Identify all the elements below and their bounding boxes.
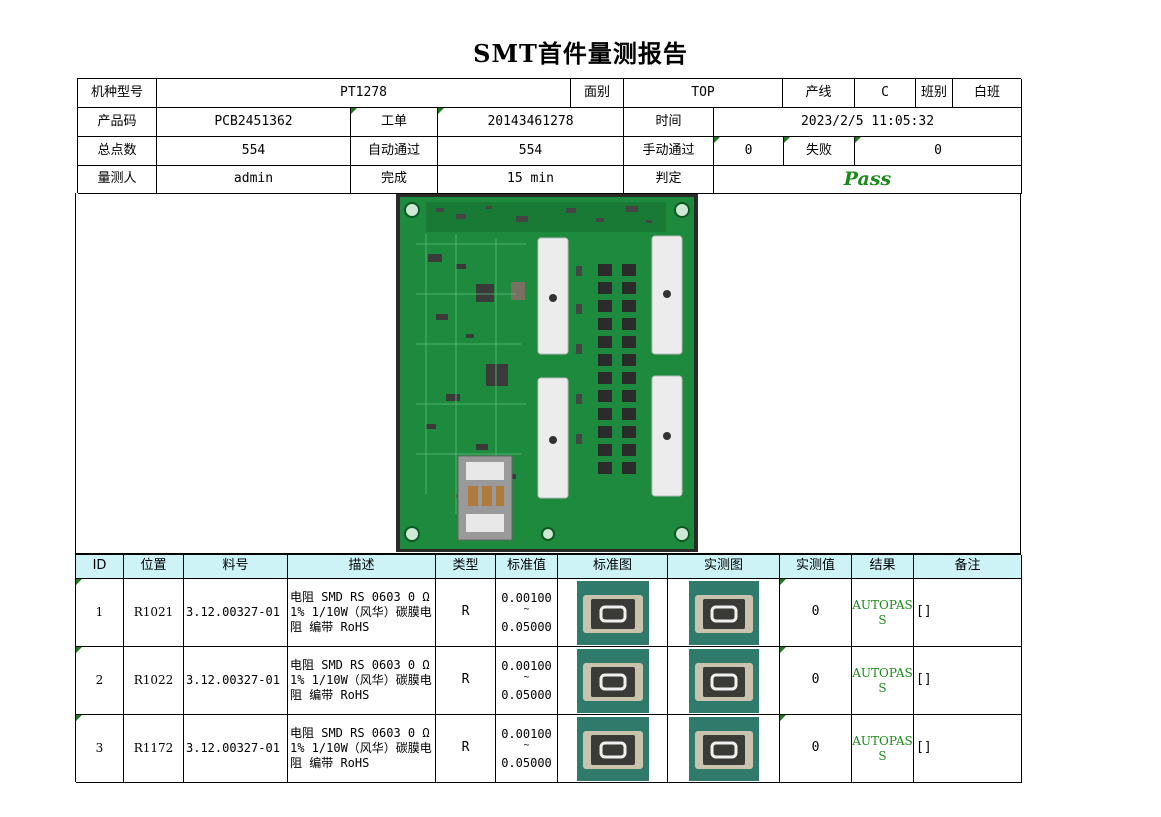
table-row-3-std-image-cell (558, 715, 668, 783)
auto-label: 自动通过 (351, 137, 438, 166)
table-row-3-part: 3.12.00327-01 (184, 715, 288, 783)
table-row-3-pos: R1172 (124, 715, 184, 783)
auto-value: 554 (438, 137, 624, 166)
model-label: 机种型号 (78, 79, 157, 108)
table-row-3-result: AUTOPASS (852, 715, 914, 783)
table-row-2-type: R (436, 647, 496, 715)
table-row-2-measured: 0 (780, 647, 852, 715)
table-row-2-note: [] (914, 647, 1022, 715)
table-row-2-desc: 电阻 SMD RS 0603 0 Ω 1% 1/10W（风华）碳膜电阻 编带 R… (288, 647, 436, 715)
order-label: 工单 (351, 108, 438, 137)
col-header-meas-value: 实测值 (780, 555, 852, 579)
judge-value: Pass (714, 166, 1022, 194)
shift-label: 班别 (916, 79, 953, 108)
col-header-id: ID (76, 555, 124, 579)
table-row-1-type: R (436, 579, 496, 647)
table-row-2-pos: R1022 (124, 647, 184, 715)
table-row-2-std: 0.00100 ~ 0.05000 (496, 647, 558, 715)
manual-label: 手动通过 (624, 137, 714, 166)
std-max: 0.05000 (501, 619, 552, 634)
col-header-note: 备注 (914, 555, 1022, 579)
shift-value: 白班 (953, 79, 1022, 108)
table-row-1-pos: R1021 (124, 579, 184, 647)
fail-label: 失败 (784, 137, 855, 166)
table-row-3-measured: 0 (780, 715, 852, 783)
pcb-board-image (396, 194, 698, 552)
fail-value: 0 (855, 137, 1022, 166)
done-label: 完成 (351, 166, 438, 194)
product-label: 产品码 (78, 108, 157, 137)
col-header-std-value: 标准值 (496, 555, 558, 579)
resistor-std-image (576, 716, 649, 781)
resistor-measured-image (688, 648, 759, 713)
time-label: 时间 (624, 108, 714, 137)
table-row-3-desc: 电阻 SMD RS 0603 0 Ω 1% 1/10W（风华）碳膜电阻 编带 R… (288, 715, 436, 783)
std-sep: ~ (523, 671, 530, 683)
table-row-1-desc: 电阻 SMD RS 0603 0 Ω 1% 1/10W（风华）碳膜电阻 编带 R… (288, 579, 436, 647)
std-sep: ~ (523, 739, 530, 751)
col-header-desc: 描述 (288, 555, 436, 579)
table-row-1-measured: 0 (780, 579, 852, 647)
std-min: 0.00100 (501, 590, 552, 605)
table-row-2-std-image-cell (558, 647, 668, 715)
table-row-3-meas-image-cell (668, 715, 780, 783)
table-row-1-std-image-cell (558, 579, 668, 647)
total-value: 554 (157, 137, 351, 166)
table-row-3-std: 0.00100 ~ 0.05000 (496, 715, 558, 783)
table-row-1-result: AUTOPASS (852, 579, 914, 647)
measurement-table: ID 位置 料号 描述 类型 标准值 标准图 实测图 实测值 结果 备注 1 R… (75, 554, 1022, 783)
resistor-std-image (576, 580, 649, 645)
resistor-measured-image (688, 580, 759, 645)
table-row-2-result: AUTOPASS (852, 647, 914, 715)
model-value: PT1278 (157, 79, 571, 108)
col-header-result: 结果 (852, 555, 914, 579)
board-image-area (75, 193, 1021, 554)
col-header-position: 位置 (124, 555, 184, 579)
resistor-std-image (576, 648, 649, 713)
col-header-meas-image: 实测图 (668, 555, 780, 579)
table-row-1-part: 3.12.00327-01 (184, 579, 288, 647)
side-label: 面别 (571, 79, 624, 108)
info-grid: 机种型号 PT1278 面别 TOP 产线 C 班别 白班 产品码 PCB245… (77, 78, 1022, 194)
table-row-1-meas-image-cell (668, 579, 780, 647)
order-value: 20143461278 (438, 108, 624, 137)
table-row-1-note: [] (914, 579, 1022, 647)
manual-value: 0 (714, 137, 784, 166)
side-value: TOP (624, 79, 783, 108)
col-header-part: 料号 (184, 555, 288, 579)
table-row-2-meas-image-cell (668, 647, 780, 715)
std-min: 0.00100 (501, 726, 552, 741)
line-label: 产线 (783, 79, 855, 108)
std-sep: ~ (523, 603, 530, 615)
std-min: 0.00100 (501, 658, 552, 673)
operator-label: 量测人 (78, 166, 157, 194)
std-max: 0.05000 (501, 755, 552, 770)
report-title: SMT首件量测报告 (473, 39, 688, 68)
line-value: C (855, 79, 916, 108)
table-row-2-part: 3.12.00327-01 (184, 647, 288, 715)
table-row-3-note: [] (914, 715, 1022, 783)
operator-value: admin (157, 166, 351, 194)
col-header-std-image: 标准图 (558, 555, 668, 579)
product-value: PCB2451362 (157, 108, 351, 137)
table-row-1-id: 1 (76, 579, 124, 647)
table-row-1-std: 0.00100 ~ 0.05000 (496, 579, 558, 647)
table-row-3-id: 3 (76, 715, 124, 783)
judge-label: 判定 (624, 166, 714, 194)
resistor-measured-image (688, 716, 759, 781)
table-row-2-id: 2 (76, 647, 124, 715)
done-value: 15 min (438, 166, 624, 194)
total-label: 总点数 (78, 137, 157, 166)
col-header-type: 类型 (436, 555, 496, 579)
time-value: 2023/2/5 11:05:32 (714, 108, 1022, 137)
std-max: 0.05000 (501, 687, 552, 702)
table-row-3-type: R (436, 715, 496, 783)
